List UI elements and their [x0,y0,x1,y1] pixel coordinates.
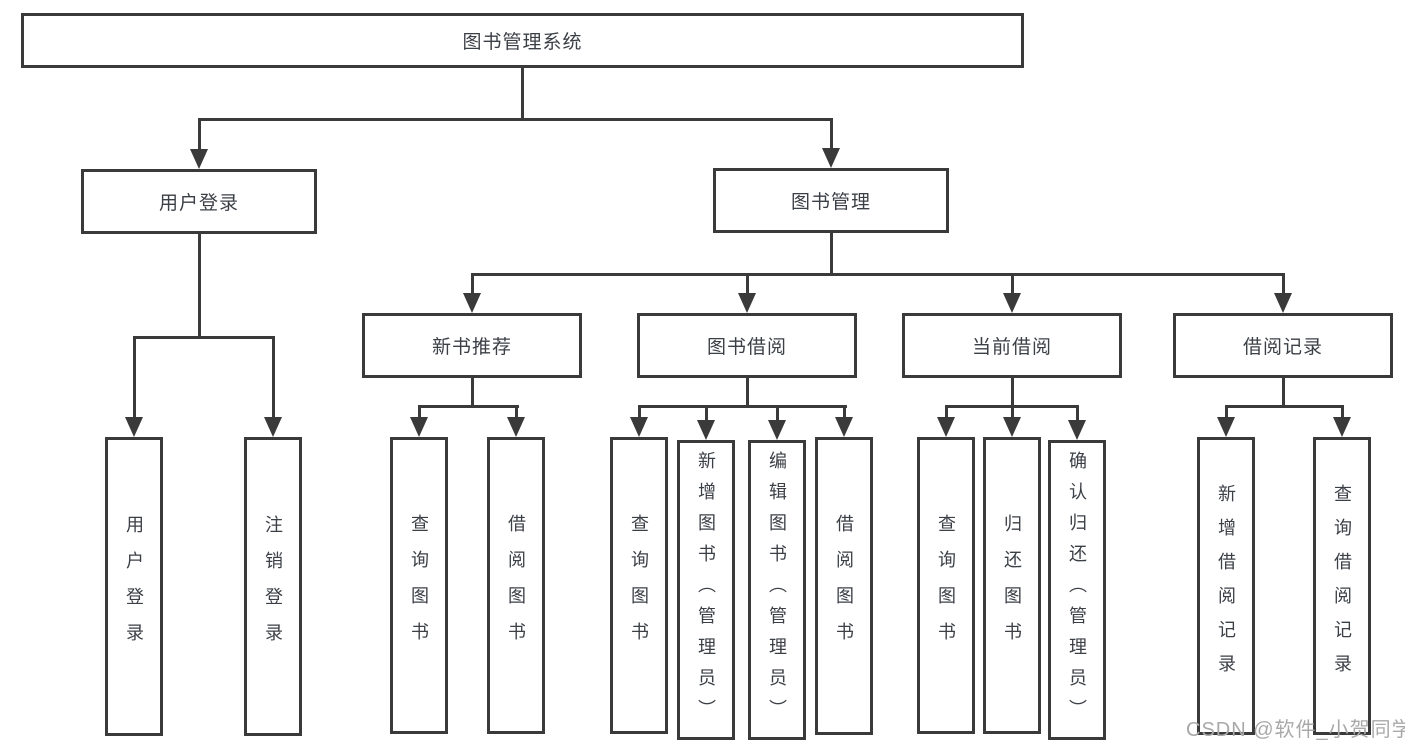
node-book-borrow: 图书借阅 [637,313,857,378]
leaf-cb-confirm-label: 确认归还（管理员） [1067,450,1087,730]
connector-drop-cb-return [1011,405,1014,419]
connector-book-mgmt-branch [471,273,1285,276]
connector-new-books-branch [418,405,519,408]
leaf-nb-borrow: 借阅图书 [487,437,545,734]
arrow-down-icon [1333,417,1351,437]
leaf-br-add-label: 新增借阅记录 [1216,484,1236,688]
connector-drop-bb-borrow [843,405,846,419]
arrow-down-icon [1068,420,1086,440]
connector-drop-borrow-records [1282,273,1285,295]
arrow-down-icon [738,293,756,313]
connector-drop-br-query [1341,405,1344,419]
node-user-login: 用户登录 [81,169,317,234]
leaf-user-login-label: 用户登录 [124,514,144,659]
arrow-down-icon [822,148,840,168]
leaf-nb-borrow-label: 借阅图书 [506,513,526,658]
node-new-books-label: 新书推荐 [431,337,512,358]
connector-drop-user-login [198,118,201,151]
leaf-bb-edit-label: 编辑图书（管理员） [767,450,787,730]
leaf-bb-query: 查询图书 [610,437,668,734]
connector-drop-br-add [1225,405,1228,419]
node-new-books: 新书推荐 [362,313,582,378]
arrow-down-icon [507,417,525,437]
arrow-down-icon [463,293,481,313]
connector-book-mgmt-stem [830,233,833,273]
leaf-nb-query: 查询图书 [390,437,448,734]
node-current-borrow-label: 当前借阅 [971,337,1052,358]
arrow-down-icon [937,417,955,437]
connector-root-branch [198,118,833,121]
connector-drop-leaf-logout [272,336,275,419]
leaf-nb-query-label: 查询图书 [409,513,429,658]
node-user-login-label: 用户登录 [158,193,239,214]
leaf-br-query-label: 查询借阅记录 [1332,484,1352,688]
connector-new-books-stem [471,378,474,405]
connector-drop-book-borrow [746,273,749,295]
connector-user-login-stem [198,234,201,336]
arrow-down-icon [1003,293,1021,313]
leaf-logout: 注销登录 [244,437,302,736]
arrow-down-icon [1274,293,1292,313]
connector-drop-current-borrow [1011,273,1014,295]
node-root-label: 图书管理系统 [462,32,583,53]
connector-drop-nb-borrow [515,405,518,419]
arrow-down-icon [1217,417,1235,437]
connector-drop-bb-query [638,405,641,419]
connector-drop-leaf-login [133,336,136,419]
leaf-cb-return-label: 归还图书 [1002,513,1022,658]
arrow-down-icon [264,417,282,437]
leaf-bb-add-label: 新增图书（管理员） [696,450,716,730]
connector-drop-cb-confirm [1076,405,1079,422]
leaf-user-login: 用户登录 [105,437,163,736]
leaf-bb-edit: 编辑图书（管理员） [748,440,806,740]
leaf-bb-add: 新增图书（管理员） [677,440,735,740]
connector-borrow-records-branch [1225,405,1344,408]
node-book-mgmt-label: 图书管理 [790,192,871,213]
connector-drop-bb-add [705,405,708,422]
connector-user-login-branch [133,336,274,339]
node-book-mgmt: 图书管理 [713,168,949,233]
leaf-bb-borrow-label: 借阅图书 [834,514,854,658]
node-current-borrow: 当前借阅 [902,313,1122,378]
arrow-down-icon [190,149,208,169]
arrow-down-icon [697,420,715,440]
node-borrow-records: 借阅记录 [1173,313,1393,378]
leaf-bb-borrow: 借阅图书 [815,437,873,735]
node-book-borrow-label: 图书借阅 [706,337,787,358]
arrow-down-icon [630,417,648,437]
leaf-cb-return: 归还图书 [983,437,1041,734]
arrow-down-icon [768,420,786,440]
leaf-cb-query-label: 查询图书 [936,513,956,658]
connector-book-borrow-branch [638,405,847,408]
leaf-cb-confirm: 确认归还（管理员） [1048,440,1106,740]
arrow-down-icon [410,417,428,437]
node-borrow-records-label: 借阅记录 [1242,337,1323,358]
leaf-logout-label: 注销登录 [263,514,283,659]
connector-drop-cb-query [945,405,948,419]
connector-drop-book-mgmt [830,118,833,150]
connector-drop-nb-query [418,405,421,419]
arrow-down-icon [835,417,853,437]
leaf-br-query: 查询借阅记录 [1313,437,1371,735]
leaf-cb-query: 查询图书 [917,437,975,734]
csdn-watermark: CSDN @软件_小贺同学 [1186,719,1405,741]
arrow-down-icon [1003,417,1021,437]
node-root: 图书管理系统 [21,13,1024,68]
connector-root-stem [521,68,524,118]
connector-borrow-records-stem [1282,378,1285,405]
connector-book-borrow-stem [746,378,749,405]
leaf-br-add: 新增借阅记录 [1197,437,1255,735]
connector-drop-bb-edit [776,405,779,422]
connector-drop-new-books [471,273,474,295]
leaf-bb-query-label: 查询图书 [629,513,649,658]
arrow-down-icon [125,417,143,437]
connector-current-borrow-stem [1011,378,1014,405]
